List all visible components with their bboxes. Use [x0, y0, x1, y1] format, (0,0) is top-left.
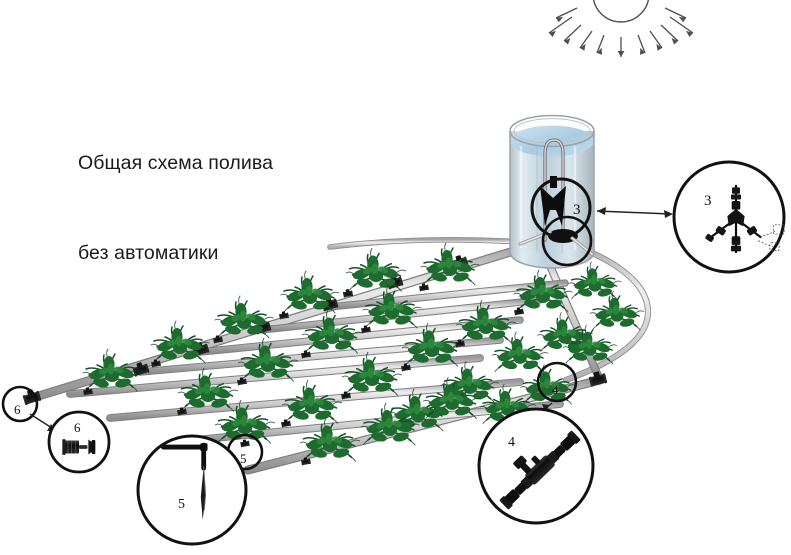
sun-icon: [548, 0, 694, 57]
diagram-title: Общая схема полива без автоматики: [78, 88, 273, 328]
diagram-title-line-1: Общая схема полива: [78, 152, 274, 174]
callout-4-marker-label: 4: [552, 382, 559, 397]
callout-6-leader-line: [29, 413, 53, 429]
drip-emitter: [239, 438, 250, 448]
callout-3-marker-label: 3: [573, 202, 581, 218]
callout-6-marker-circle[interactable]: [1, 385, 39, 423]
callout-4-marker-circle[interactable]: [536, 361, 578, 403]
callout-3-arrow-right: [664, 210, 673, 218]
callout-5-marker-label: 5: [240, 451, 247, 466]
callout-6-detail-label: 6: [74, 420, 81, 435]
callout-6[interactable]: 6 6: [1, 385, 111, 474]
siphon-tube: [543, 138, 565, 242]
drip-emitter: [280, 418, 291, 428]
callout-4-arrow: [542, 404, 550, 412]
plant: [341, 351, 403, 397]
callout-5-detail-circle[interactable]: [136, 434, 248, 546]
callout-3-marker-circle[interactable]: [530, 177, 592, 239]
callout-4[interactable]: 4 4: [477, 361, 595, 525]
callout-3[interactable]: 3 3: [530, 160, 786, 274]
callout-4-detail-label: 4: [508, 435, 515, 450]
callout-3-leader-line: [596, 210, 671, 215]
callout-6-marker-label: 6: [14, 402, 21, 417]
diagram-title-line-2: без автоматики: [78, 242, 219, 264]
field-pipe-network: [21, 234, 645, 475]
callout-3-arrow-left: [597, 207, 606, 215]
callout-5[interactable]: 5 5: [136, 433, 264, 546]
callout-6-component-end-plug: [61, 438, 96, 456]
drip-emitter: [513, 306, 524, 316]
callout-5-detail-label: 5: [178, 497, 185, 512]
callout-3-detail-label: 3: [704, 193, 712, 209]
branch-row: [258, 296, 544, 334]
branch-row: [326, 279, 569, 311]
distributor-in-tank: [540, 176, 566, 226]
plant: [589, 290, 645, 331]
tank-outlet-highlight-circle: [541, 215, 593, 267]
water-tank: [509, 114, 595, 269]
